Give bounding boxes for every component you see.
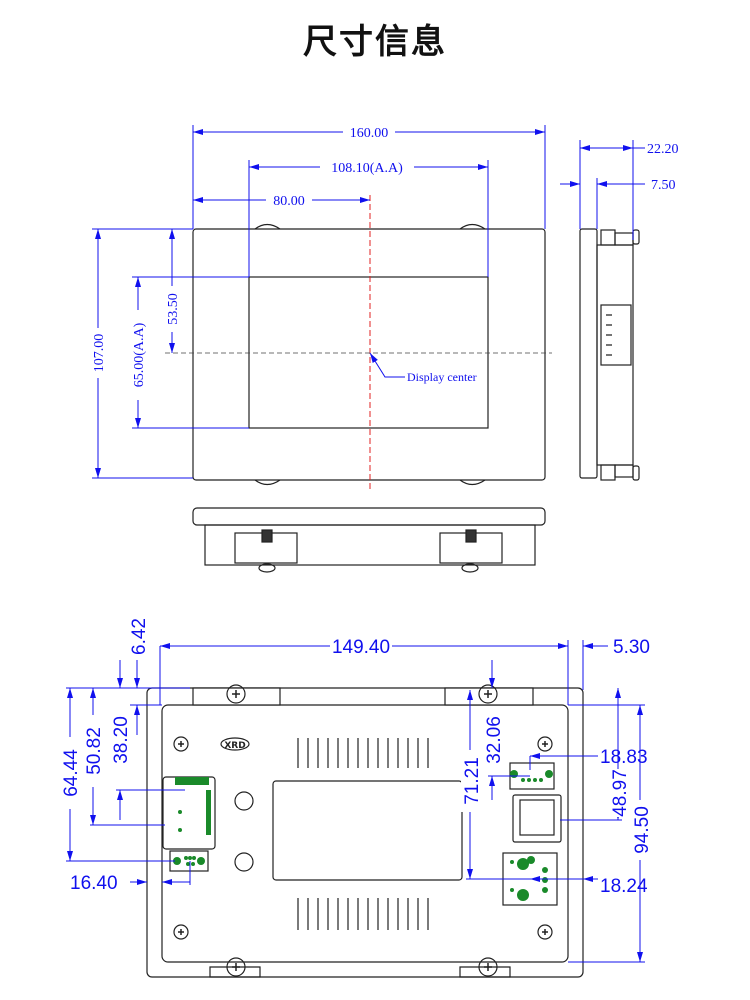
dim-active-width: 108.10(A.A): [331, 161, 403, 176]
dim-top-offset: 6.42: [129, 618, 150, 655]
dim-right-offset: 5.30: [613, 637, 650, 658]
dim-18-83: 18.83: [600, 747, 648, 768]
side-view: 22.20 7.50: [560, 140, 679, 481]
display-center-label: Display center: [407, 370, 477, 384]
dim-64-44: 64.44: [61, 749, 82, 797]
dim-32-06: 32.06: [484, 716, 505, 764]
dim-center-y: 53.50: [166, 293, 181, 325]
dim-18-24: 18.24: [600, 876, 648, 897]
dim-bezel: 7.50: [651, 178, 676, 193]
front-view: 160.00 108.10(A.A) 80.00 107.00 65.00(A.…: [89, 122, 552, 490]
page-title: 尺寸信息: [303, 22, 447, 62]
dim-depth: 22.20: [647, 142, 679, 157]
dim-center-x: 80.00: [273, 194, 305, 209]
dim-back-width: 149.40: [332, 637, 390, 658]
back-view: XRD 149.40 5.30 6.42 38.20 50.82 64.44 1…: [61, 618, 653, 978]
dim-94-50: 94.50: [632, 806, 653, 854]
dim-50-82: 50.82: [84, 727, 105, 775]
dim-16-40: 16.40: [70, 873, 118, 894]
vent-slots: [297, 738, 429, 930]
logo: XRD: [224, 741, 245, 751]
dim-48-97: 48.97: [610, 769, 631, 817]
dim-71-21: 71.21: [462, 757, 483, 805]
dim-active-height: 65.00(A.A): [132, 322, 147, 387]
dim-height: 107.00: [92, 334, 107, 373]
dim-width: 160.00: [350, 126, 389, 141]
bottom-view: [192, 507, 546, 573]
screw-icons: [173, 684, 553, 977]
dim-38-20: 38.20: [111, 716, 132, 764]
